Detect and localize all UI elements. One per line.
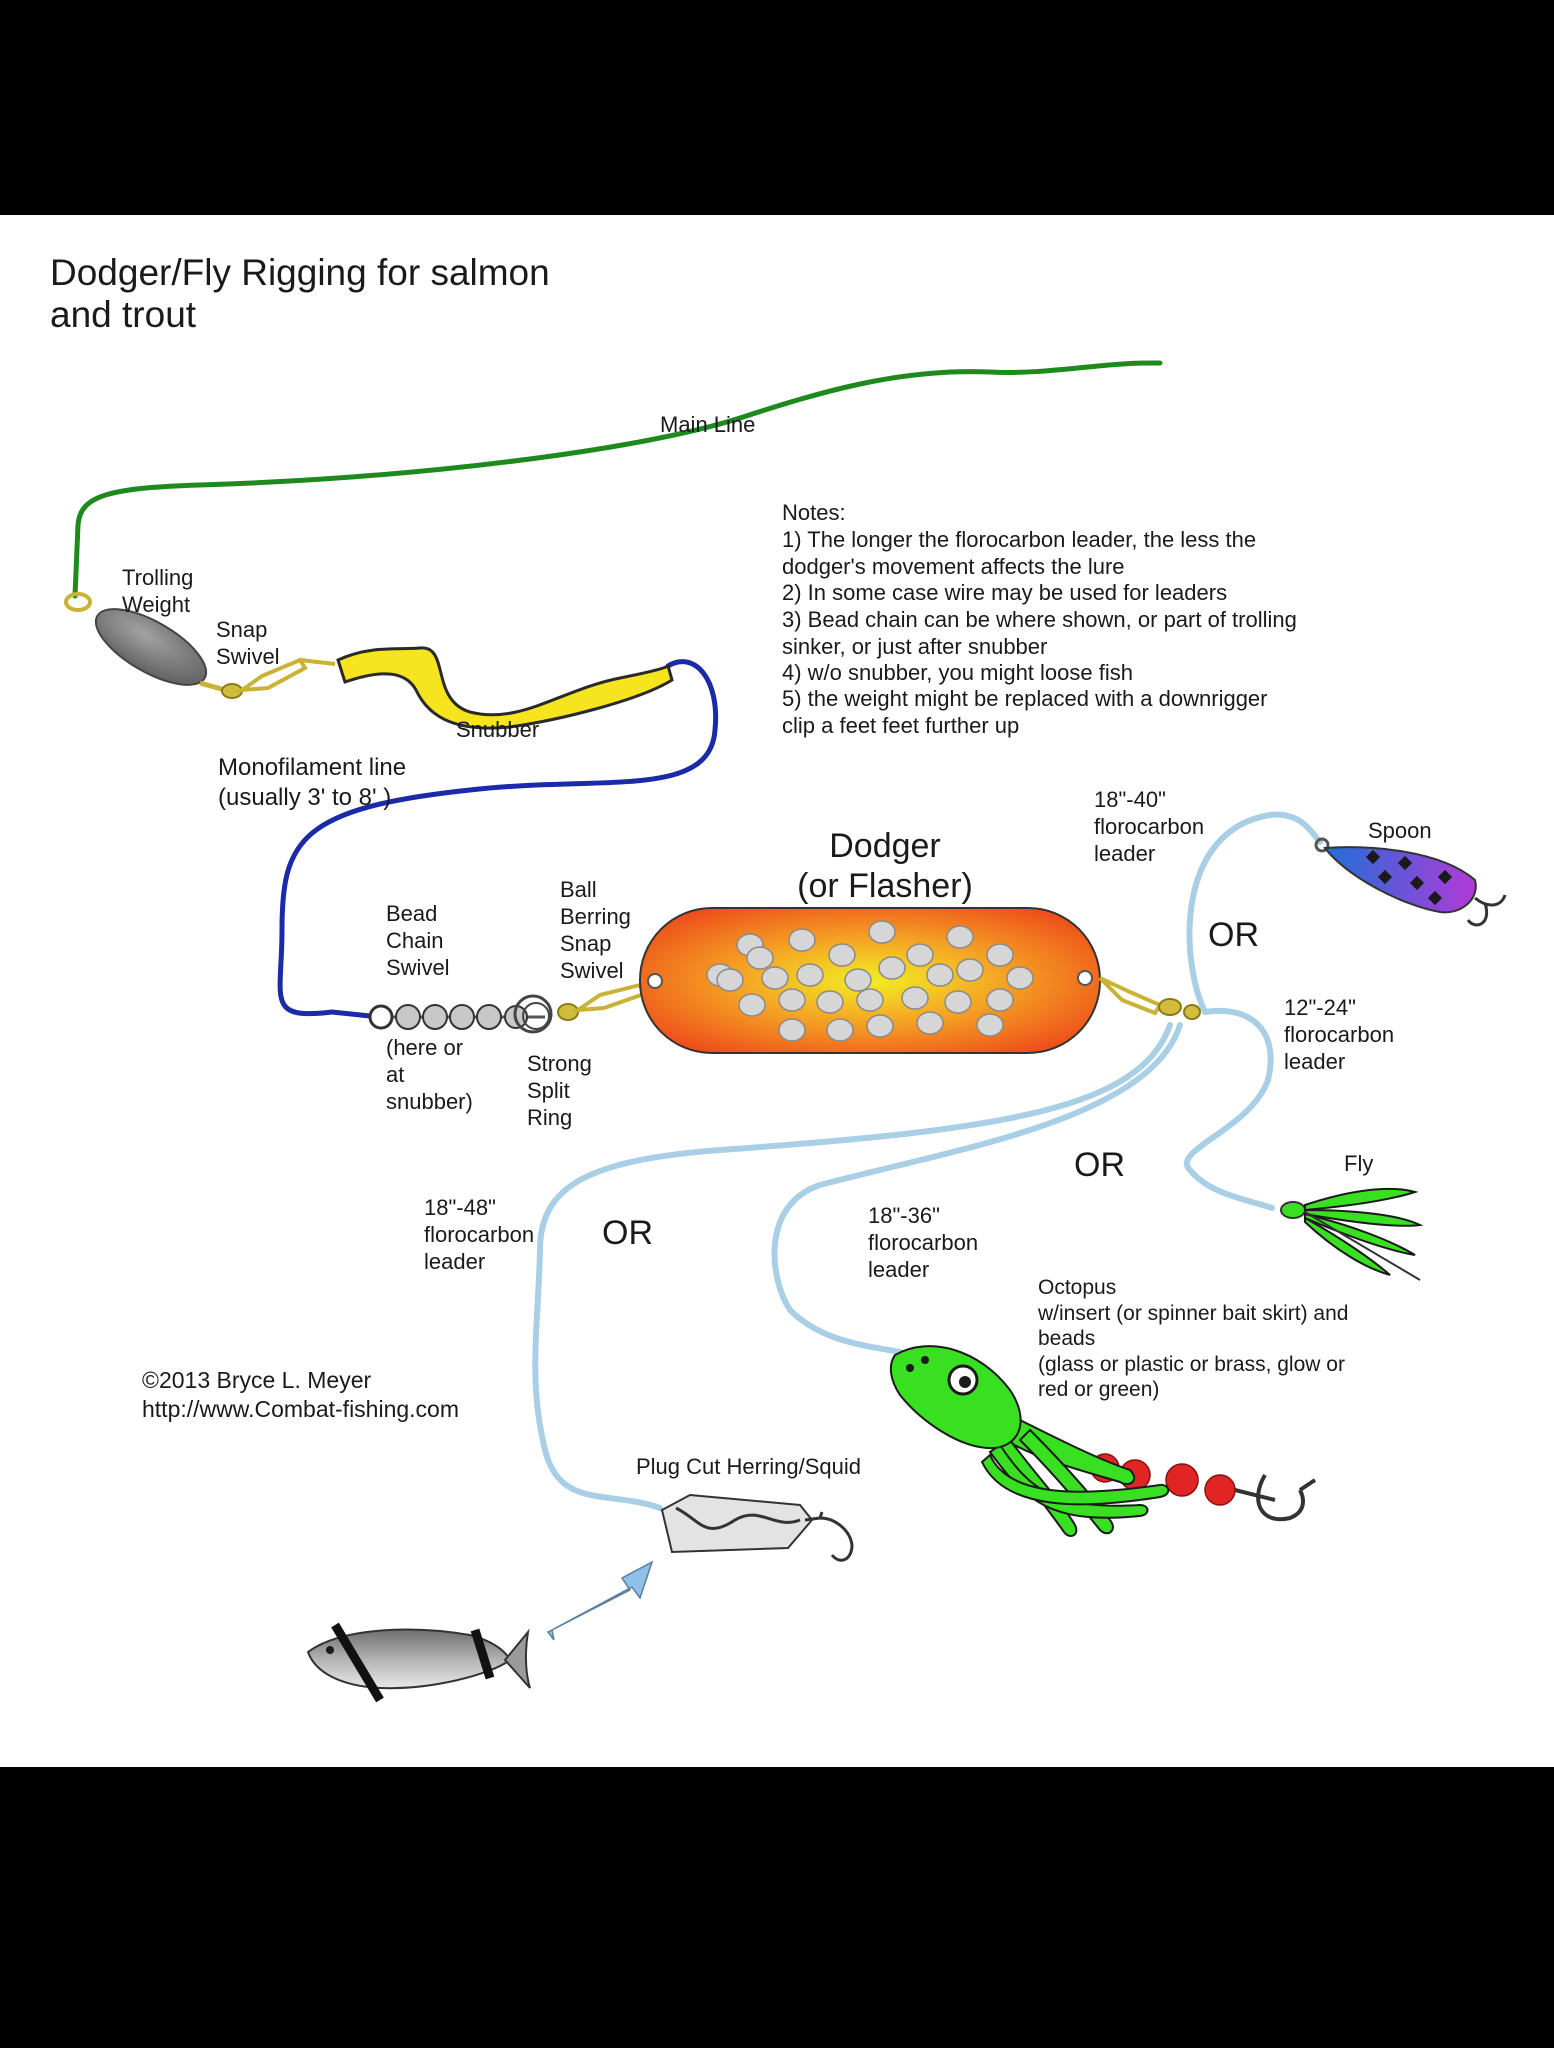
label-leader-octopus: 18"-36" florocarbon leader [868, 1203, 979, 1282]
label-leader-fly: 12"-24" florocarbon leader [1284, 995, 1395, 1074]
label-dodger: Dodger (or Flasher) [797, 827, 973, 905]
dodger-icon [639, 907, 1101, 1054]
label-leader-plug: 18"-48" florocarbon leader [424, 1195, 535, 1274]
notes-item-4: 4) w/o snubber, you might loose fish [782, 660, 1133, 685]
leader-plug [532, 1022, 1173, 1511]
label-bead-chain-swivel: Bead Chain Swivel [386, 901, 450, 980]
trolling-weight-icon [64, 592, 208, 686]
label-plug-cut-herring: Plug Cut Herring/Squid [636, 1454, 862, 1479]
label-snubber: Snubber [456, 717, 540, 742]
leader-octopus [771, 1022, 1183, 1355]
spoon-icon [1314, 837, 1507, 927]
monofilament-line [277, 659, 719, 1019]
label-spoon: Spoon [1368, 818, 1432, 843]
split-ring-icon [513, 994, 553, 1034]
ball-bearing-swivel-icon [557, 982, 647, 1021]
leader-spoon [1186, 811, 1323, 1015]
octopus-icon [889, 1345, 1317, 1537]
label-or-2: OR [1074, 1146, 1125, 1184]
label-main-line: Main Line [660, 412, 756, 437]
label-trolling-weight: Trolling Weight [122, 565, 194, 617]
leaders [532, 811, 1323, 1511]
label-snap-swivel: Snap Swivel [216, 617, 280, 669]
notes-item-5: 5) the weight might be replaced with a d… [782, 686, 1268, 738]
label-bead-note: (here or at snubber) [386, 1035, 473, 1114]
snap-swivel-icon [199, 657, 336, 699]
fly-icon [1280, 1187, 1424, 1281]
notes-item-2: 2) In some case wire may be used for lea… [782, 580, 1228, 605]
main-line [72, 360, 1163, 599]
label-ball-bearing-swivel: Ball Berring Snap Swivel [560, 877, 631, 983]
label-leader-spoon: 18"-40" florocarbon leader [1094, 787, 1205, 866]
arrow-icon [546, 1560, 654, 1641]
label-monofilament: Monofilament line (usually 3' to 8' ) [218, 754, 407, 811]
snubber-icon [336, 646, 674, 730]
rear-snap-swivel-icon [1098, 976, 1201, 1020]
label-fly: Fly [1344, 1151, 1374, 1176]
plug-cut-herring-icon [660, 1493, 854, 1562]
label-or-1: OR [1208, 916, 1259, 954]
label-or-3: OR [602, 1214, 653, 1252]
notes-item-1: 1) The longer the florocarbon leader, th… [782, 527, 1257, 579]
leader-fly [1184, 1007, 1275, 1211]
label-octopus: Octopus w/insert (or spinner bait skirt)… [1038, 1276, 1349, 1401]
notes-heading: Notes: [782, 500, 846, 525]
label-copyright: ©2013 Bryce L. Meyer http://www.Combat-f… [142, 1367, 460, 1422]
label-split-ring: Strong Split Ring [527, 1051, 592, 1130]
diagram-title: Dodger/Fly Rigging for salmon and trout [50, 252, 550, 335]
herring-fish-icon [306, 1622, 531, 1703]
notes-item-3: 3) Bead chain can be where shown, or par… [782, 607, 1297, 659]
